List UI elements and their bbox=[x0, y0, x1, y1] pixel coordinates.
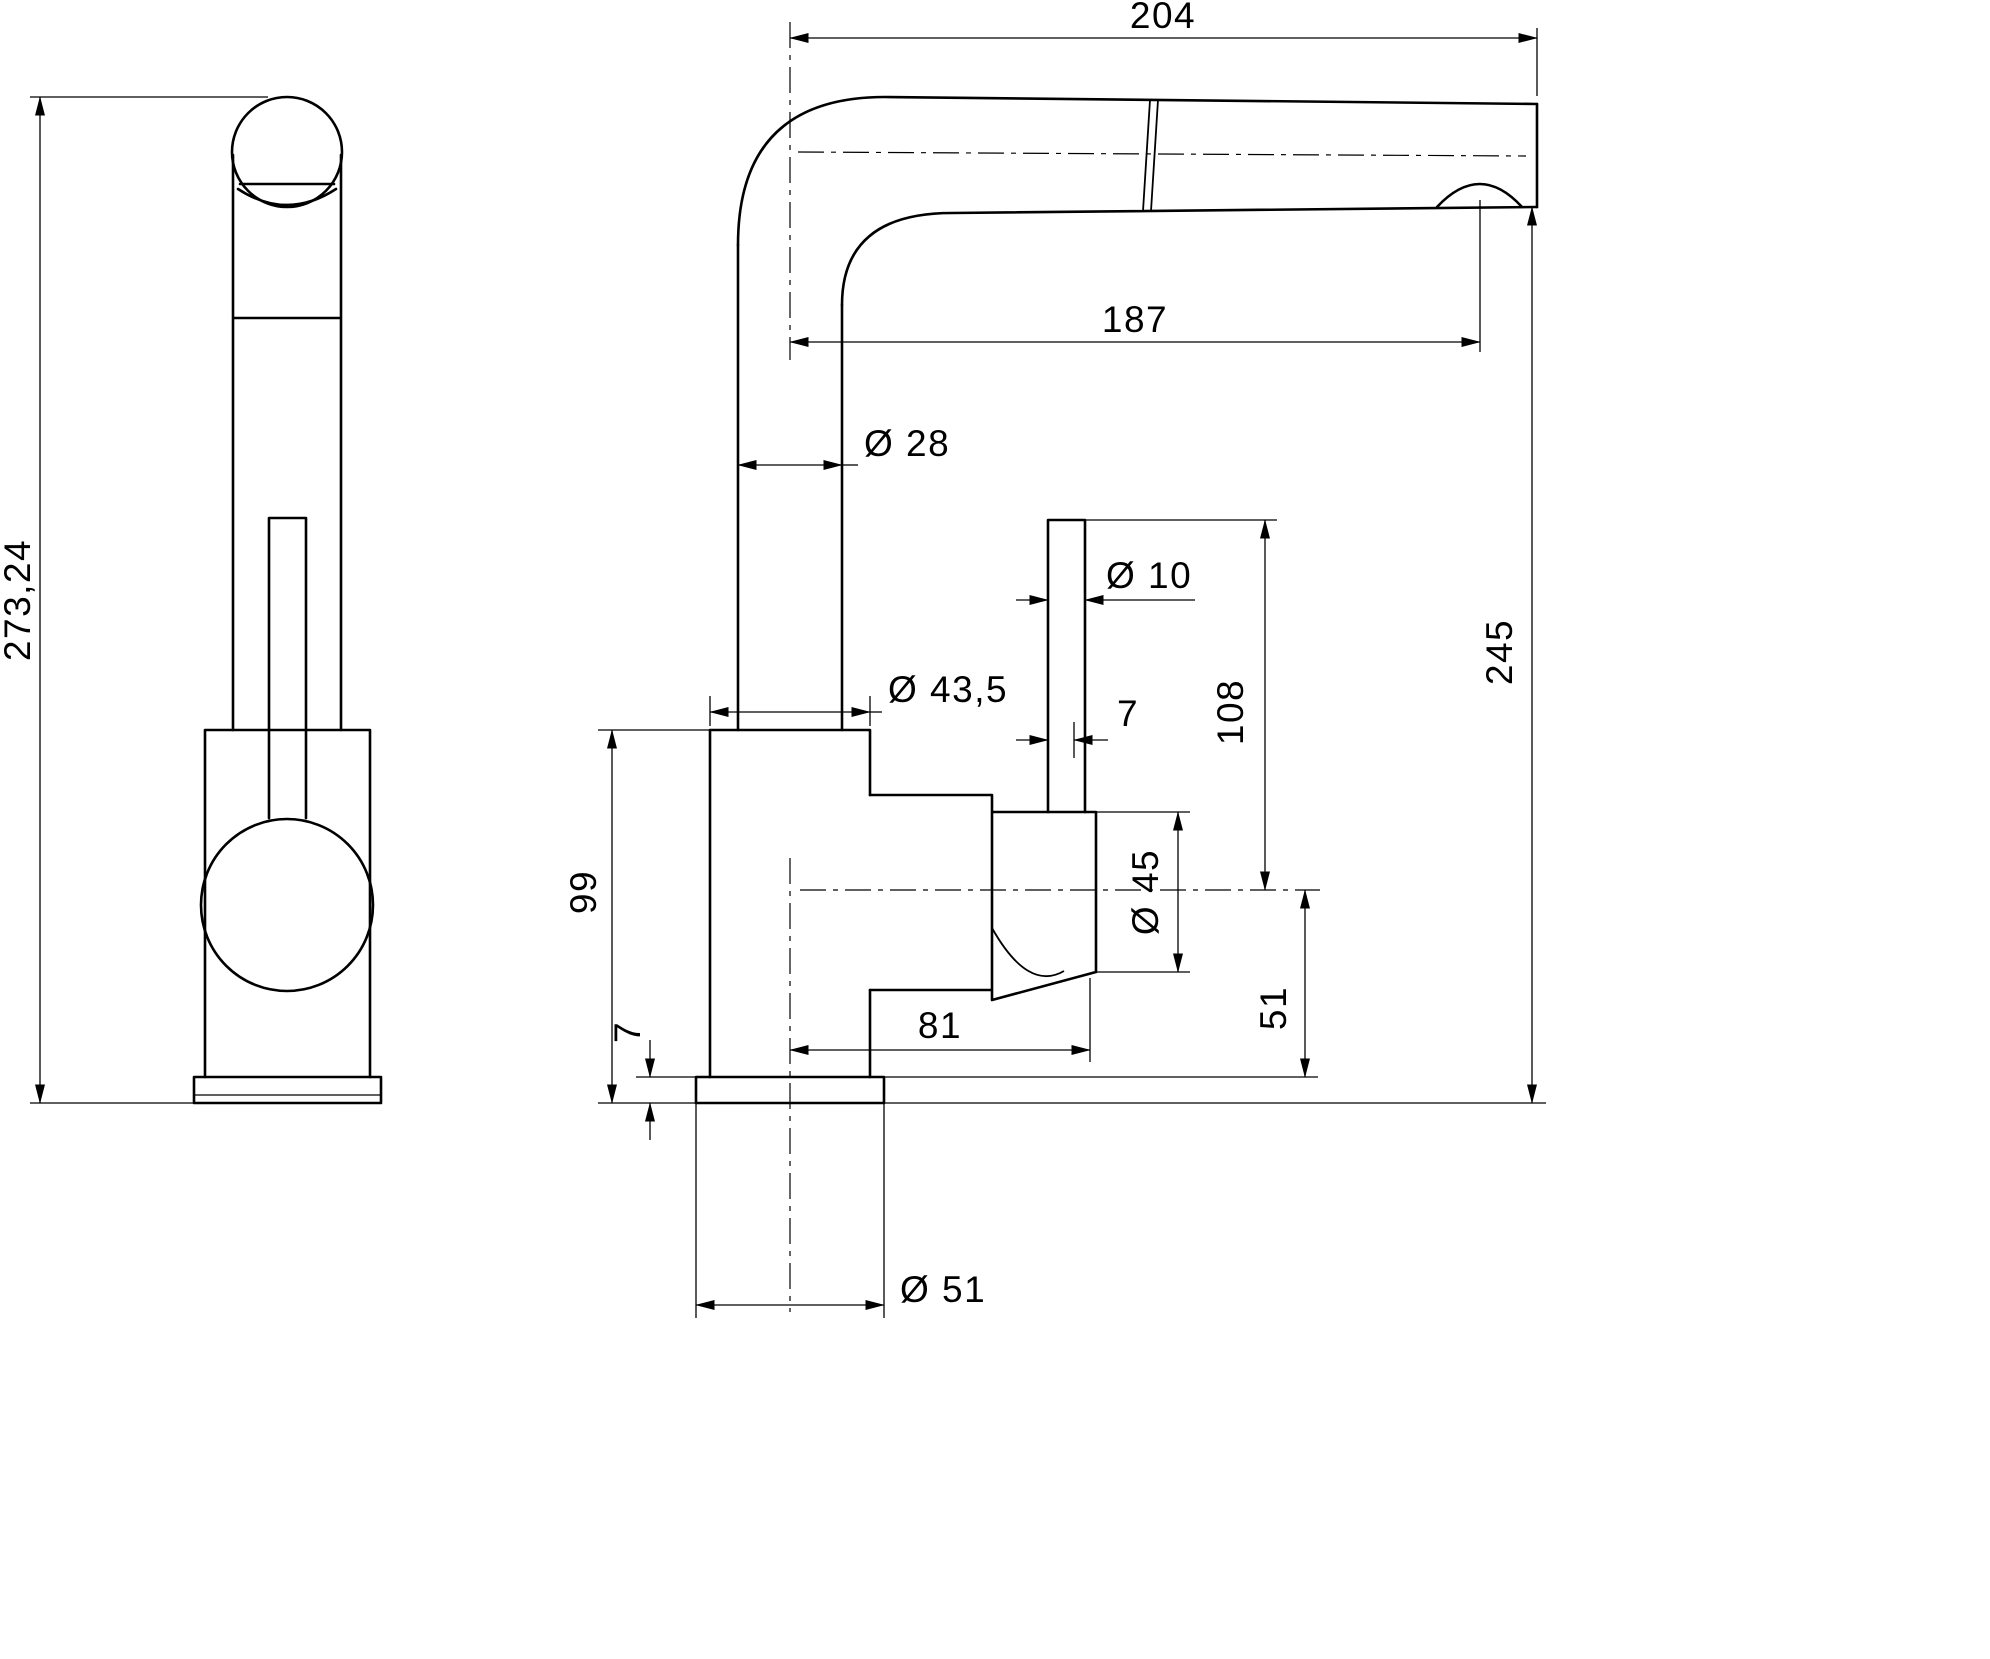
dim-cartridge-center-to-base: 51 bbox=[884, 889, 1318, 1078]
dim-body-dia: Ø 43,5 bbox=[709, 669, 1008, 726]
spout-top-edge bbox=[736, 95, 1539, 247]
dim-label-spout-tube-dia: Ø 28 bbox=[864, 423, 950, 464]
dim-spout-tube-dia: Ø 28 bbox=[737, 423, 950, 471]
dim-label-lever-offset: 7 bbox=[1117, 693, 1139, 734]
dim-label-spout-reach: 187 bbox=[1102, 299, 1168, 340]
spout-underside-arc bbox=[236, 187, 338, 207]
base-front bbox=[192, 1075, 383, 1105]
dim-cartridge-offset: 81 bbox=[789, 978, 1091, 1062]
dim-spout-reach: 187 bbox=[789, 200, 1481, 352]
dim-label-body-height: 99 bbox=[563, 870, 604, 914]
cartridge-housing bbox=[868, 793, 1098, 1002]
centerline-spout bbox=[797, 151, 1527, 157]
dim-label-cartridge-dia: Ø 45 bbox=[1125, 849, 1166, 935]
dim-outlet-height: 245 bbox=[884, 206, 1546, 1104]
ext-line bbox=[695, 1103, 885, 1318]
dim-base-plate-height: 7 bbox=[607, 1021, 696, 1140]
dim-label-cartridge-center-to-base: 51 bbox=[1253, 986, 1294, 1030]
dim-spout-length: 204 bbox=[789, 0, 1538, 96]
dim-cartridge-dia: Ø 45 bbox=[1096, 811, 1190, 973]
ext-line bbox=[598, 729, 710, 1104]
ext-line bbox=[709, 696, 871, 726]
spout-bottom-edge bbox=[840, 205, 1539, 307]
dim-label-base-dia: Ø 51 bbox=[900, 1269, 986, 1310]
body-front bbox=[203, 728, 372, 1079]
dim-label-body-dia: Ø 43,5 bbox=[888, 669, 1008, 710]
spout-neck-front bbox=[231, 153, 343, 732]
spray-head-joint bbox=[1142, 99, 1159, 212]
dim-label-lever-height: 108 bbox=[1210, 679, 1251, 745]
base-side bbox=[694, 1075, 886, 1105]
dim-label-cartridge-offset: 81 bbox=[918, 1005, 962, 1046]
body-side bbox=[708, 728, 872, 1079]
lever-skirt-line bbox=[991, 927, 1065, 978]
dim-lever-offset: 7 bbox=[1016, 693, 1139, 758]
side-view bbox=[694, 22, 1539, 1312]
dim-label-spout-length: 204 bbox=[1130, 0, 1196, 36]
lever-rod-front bbox=[267, 516, 308, 820]
dim-label-lever-rod-dia: Ø 10 bbox=[1106, 555, 1192, 596]
dim-label-base-plate-height: 7 bbox=[607, 1021, 648, 1043]
dim-label-outlet-height: 245 bbox=[1479, 619, 1520, 685]
dim-lever-rod-dia: Ø 10 bbox=[1016, 555, 1195, 606]
dim-base-dia: Ø 51 bbox=[695, 1103, 986, 1318]
aerator-notch bbox=[1435, 182, 1524, 209]
dim-body-height: 99 bbox=[563, 729, 710, 1104]
front-view bbox=[192, 95, 383, 1105]
dim-label-overall-height: 273,24 bbox=[0, 539, 38, 661]
dim-lever-height: 108 bbox=[1085, 519, 1277, 891]
handle-boss-circle bbox=[199, 817, 375, 993]
dim-front-overall-height: 273,24 bbox=[0, 96, 268, 1104]
spout-head-circle bbox=[230, 95, 344, 209]
lever-rod-side bbox=[1046, 518, 1087, 814]
